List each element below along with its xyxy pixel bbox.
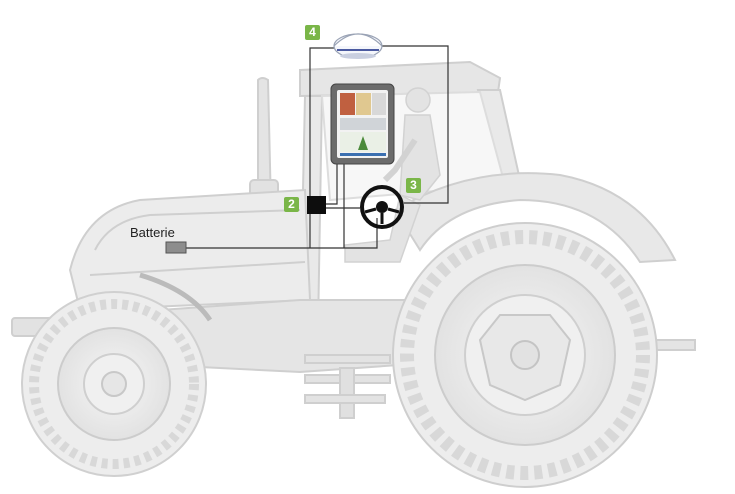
front-wheel (21, 291, 207, 477)
battery-label: Batterie (130, 225, 175, 240)
controller-badge: 2 (284, 197, 299, 212)
steering-wheel-badge: 3 (406, 178, 421, 193)
gnss-receiver (333, 33, 383, 59)
display-terminal (330, 83, 395, 165)
driver-silhouette (344, 87, 441, 263)
receiver-badge: 4 (305, 25, 320, 40)
rear-wheel (392, 222, 658, 488)
battery (165, 241, 187, 254)
controller-unit (307, 196, 326, 214)
steering-wheel (360, 185, 404, 229)
